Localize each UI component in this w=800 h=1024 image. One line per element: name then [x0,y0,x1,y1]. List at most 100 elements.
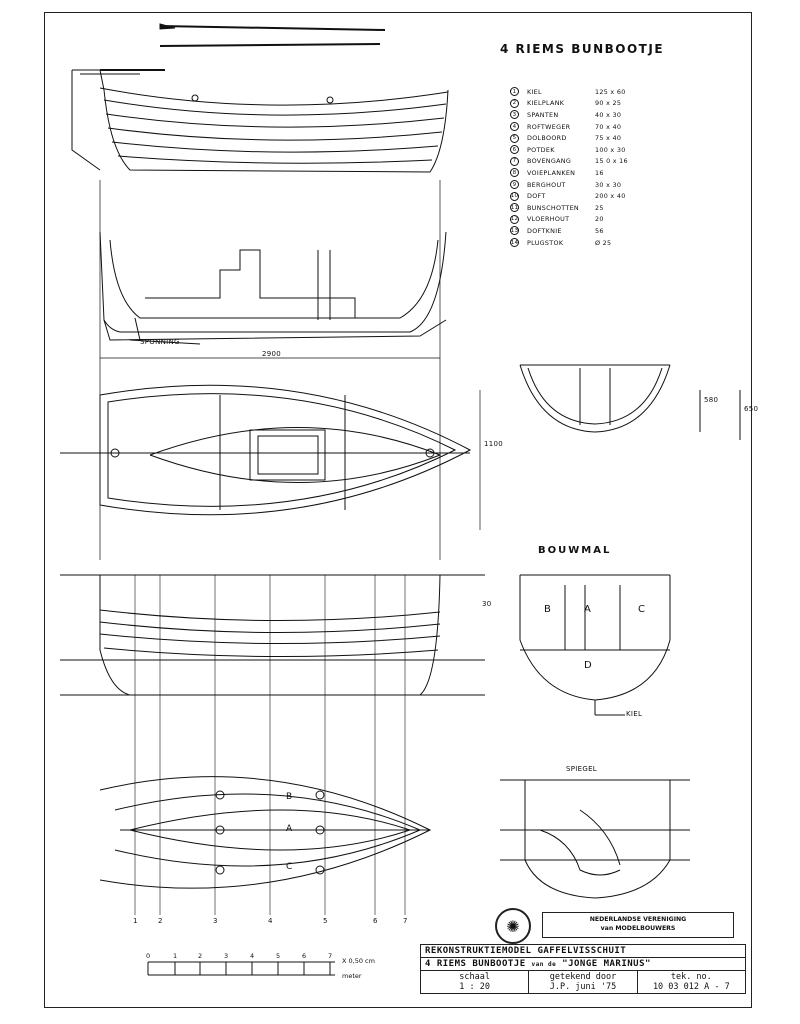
part-dimension: 90 x 25 [595,99,622,108]
drawn-by-cell: getekend door J.P. juni '75 [529,971,638,993]
part-name: VLOERHOUT [527,215,570,224]
plan-view [60,384,472,516]
part-dimension: 125 x 60 [595,87,626,96]
title-block-vande: van de [531,961,557,968]
part-number: 12 [510,214,519,224]
part-row: 7 BOVENGANG 15 0 x 16 [510,156,670,168]
part-number: 6 [510,145,519,155]
part-row: 11 BUNSCHOTTEN 25 [510,202,670,214]
drawn-by-value: J.P. juni '75 [549,982,617,992]
length-dimension: 2900 [262,350,282,358]
scale-head: schaal [459,972,491,982]
part-name: ROFTWEGER [527,122,571,131]
part-name: POTDEK [527,145,555,154]
scale-tick-label: 2 [198,952,203,960]
nvm-logo-icon: ✺ [495,908,531,944]
part-row: 6 POTDEK 100 x 30 [510,144,670,156]
part-dimension: 56 [595,226,604,235]
organization-box: NEDERLANDSE VERENIGING van MODELBOUWERS [542,912,734,938]
part-row: 1 KIEL 125 x 60 [510,86,670,98]
part-number: 9 [510,180,519,190]
part-number: 3 [510,110,519,120]
part-number: 11 [510,203,519,213]
section-c-label: C [638,604,646,615]
title-block-ship-name: "JONGE MARINUS" [562,959,651,969]
depth-dimension-2: 650 [744,405,759,413]
dimension-lines [99,180,481,560]
part-dimension: 200 x 40 [595,192,626,201]
scale-tick-label: 4 [250,952,255,960]
part-number: 2 [510,98,519,108]
scale-tick-label: 1 [173,952,178,960]
station-label: 4 [268,917,273,925]
part-number: 7 [510,156,519,166]
part-dimension: 30 x 30 [595,180,622,189]
scale-bar [147,961,335,976]
station-lines [134,575,406,915]
dim-30-label: 30 [482,600,492,608]
station-label: 6 [373,917,378,925]
section-d-label: D [584,660,593,671]
part-number: 1 [510,87,519,97]
scale-tick-label: 3 [224,952,229,960]
section-a-label: A [584,604,592,615]
body-plan-view [500,779,690,899]
part-dimension: 40 x 30 [595,110,622,119]
cross-section-view [519,364,741,440]
part-row: 9 BERGHOUT 30 x 30 [510,179,670,191]
part-dimension: 100 x 30 [595,145,626,154]
organization-line-2: MODELBOUWERS [615,925,676,932]
part-name: SPANTEN [527,110,559,119]
part-name: BOVENGANG [527,157,572,166]
part-name: KIEL [527,87,542,96]
scale-tick-label: 5 [276,952,281,960]
station-label: 3 [213,917,218,925]
part-dimension: 75 x 40 [595,134,622,143]
beam-dimension: 1100 [484,440,504,448]
spiegel-label: SPIEGEL [566,765,597,773]
organization-line-2-wrap: van MODELBOUWERS [547,924,729,933]
part-dimension: 25 [595,203,604,212]
part-number: 14 [510,238,519,248]
part-name: BUNSCHOTTEN [527,203,580,212]
part-row: 13 DOFTKNIE 56 [510,225,670,237]
part-name: VOIEPLANKEN [527,168,576,177]
part-name: BERGHOUT [527,180,566,189]
part-dimension: 15 0 x 16 [595,157,628,166]
organization-prefix: van [600,925,614,932]
part-dimension: 16 [595,168,604,177]
part-number: 8 [510,168,519,178]
waterline-a-label: A [286,824,293,834]
scale-units-top: X 0,50 cm [342,957,375,965]
scale-tick-label: 0 [146,952,151,960]
part-number: 10 [510,191,519,201]
station-label: 2 [158,917,163,925]
lines-profile-view [60,574,485,696]
title-block-line-2: 4 RIEMS BUNBOOTJE van de "JONGE MARINUS" [421,958,745,971]
drawing-number-value: 10 03 012 A - 7 [652,982,730,992]
bouwmal-title: BOUWMAL [538,545,612,556]
waterline-c-label: C [286,862,293,872]
station-label: 1 [133,917,138,925]
section-b-label: B [544,604,552,615]
part-row: 8 VOIEPLANKEN 16 [510,167,670,179]
drawing-title: 4 RIEMS BUNBOOTJE [500,42,665,56]
part-name: PLUGSTOK [527,238,564,247]
part-number: 13 [510,226,519,236]
drawing-sheet [44,12,752,1008]
scale-units-bottom: meter [342,972,362,980]
part-row: 3 SPANTEN 40 x 30 [510,109,670,121]
side-profile-view [71,69,449,173]
drawing-number-head: tek. no. [670,972,712,982]
part-name: DOFTKNIE [527,226,562,235]
sponning-label: SPONNING [140,338,180,346]
title-block-line-1: REKONSTRUKTIEMODEL GAFFELVISSCHUIT [421,945,745,958]
drawing-number-cell: tek. no. 10 03 012 A - 7 [638,971,745,993]
part-dimension: 70 x 40 [595,122,622,131]
